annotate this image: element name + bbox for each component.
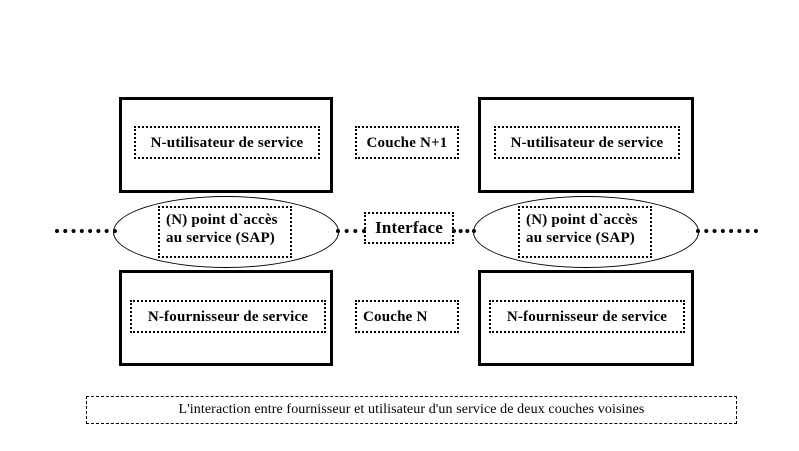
upper-layer-name-box: Couche N+1 [355,126,459,159]
right-lower-layer-box [478,270,694,366]
left-lower-layer-label-text: N-fournisseur de service [147,308,309,325]
caption-box: L'interaction entre fournisseur et utili… [86,396,737,424]
right-sap-label-line2: au service (SAP) [526,230,636,246]
right-upper-layer-label-box: N-utilisateur de service [494,126,680,159]
right-edge-connector-line [696,229,758,233]
left-sap-label-line2: au service (SAP) [166,230,276,246]
right-sap-label-line1: (N) point d`accès [526,212,638,228]
left-sap-ellipse [113,196,339,268]
left-upper-layer-box [119,97,333,193]
left-lower-layer-label-box: N-fournisseur de service [130,300,326,333]
right-sap-label-box: (N) point d`accès au service (SAP) [518,206,652,258]
right-upper-layer-label-text: N-utilisateur de service [510,134,664,151]
upper-layer-name-text: Couche N+1 [366,134,448,151]
interface-label-text: Interface [375,218,443,237]
right-lower-layer-label-box: N-fournisseur de service [489,300,685,333]
left-lower-layer-box [119,270,333,366]
caption-text: L'interaction entre fournisseur et utili… [178,402,645,417]
left-upper-layer-label-box: N-utilisateur de service [134,126,320,159]
lower-layer-name-text: Couche N [363,308,428,325]
right-upper-layer-box [478,97,694,193]
right-lower-layer-label-text: N-fournisseur de service [506,308,668,325]
left-upper-layer-label-text: N-utilisateur de service [150,134,304,151]
interface-label-box: Interface [364,212,454,244]
lower-layer-name-box: Couche N [355,300,459,333]
right-interface-connector-line [452,229,476,233]
left-sap-label-line1: (N) point d`accès [166,212,278,228]
left-sap-label-box: (N) point d`accès au service (SAP) [158,206,292,258]
left-edge-connector-line [55,229,117,233]
left-interface-connector-line [336,229,366,233]
